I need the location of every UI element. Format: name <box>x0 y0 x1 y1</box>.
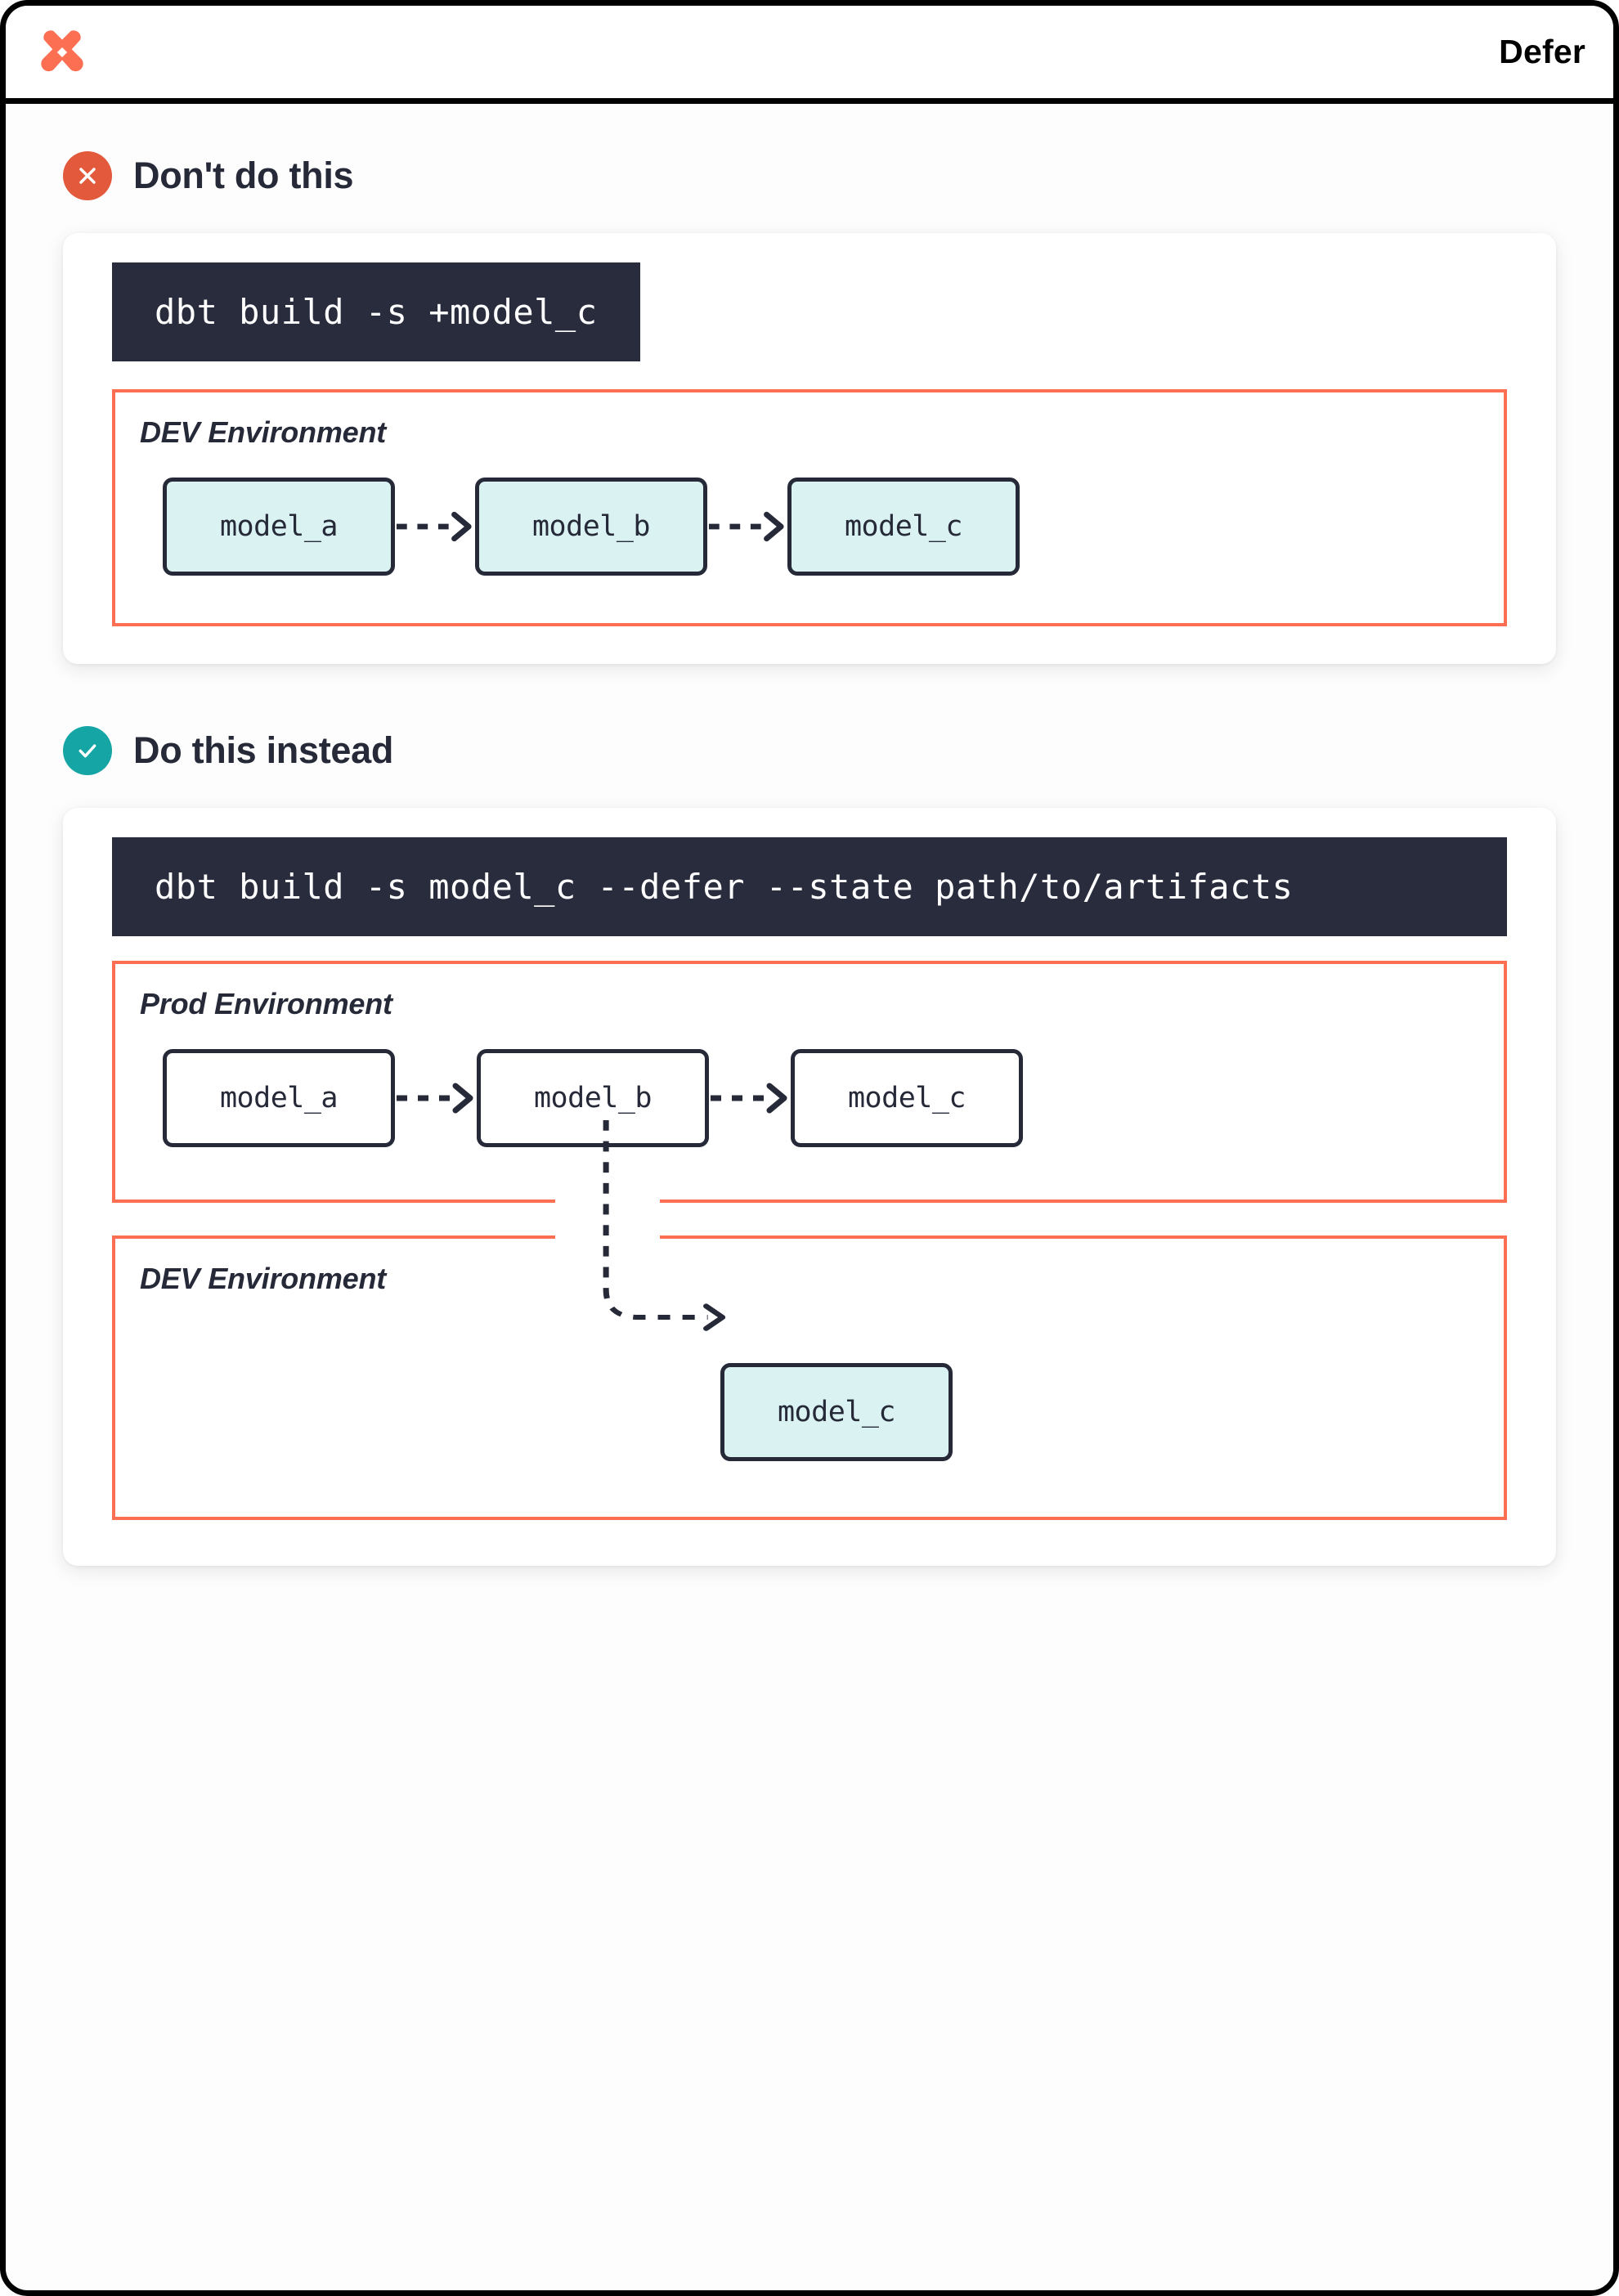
dbt-logo-icon <box>37 27 87 78</box>
model-node-b-dev1[interactable]: model_b <box>475 478 707 576</box>
section-heading-dont: Don't do this <box>63 151 1556 200</box>
border-gap-prod <box>555 1195 660 1206</box>
model-lineage-row-1: model_a model_b mode <box>115 478 1504 576</box>
environment-label-dev-1: DEV Environment <box>140 415 387 449</box>
section-title-dont: Don't do this <box>133 155 354 196</box>
command-do: dbt build -s model_c --defer --state pat… <box>112 837 1507 936</box>
model-lineage-row-prod: model_a model_b <box>115 1049 1504 1147</box>
page-header: Defer <box>6 6 1613 104</box>
model-node-c-dev1[interactable]: model_c <box>787 478 1020 576</box>
dashed-arrow-icon <box>395 1082 477 1114</box>
dashed-arrow-icon <box>707 510 787 543</box>
environment-label-prod: Prod Environment <box>140 987 392 1020</box>
section-heading-do: Do this instead <box>63 726 1556 775</box>
model-lineage-row-dev2: model_c <box>720 1363 953 1461</box>
defer-diagram: Prod Environment model_a model_b <box>112 961 1507 1520</box>
dashed-arrow-icon <box>709 1082 791 1114</box>
page-body: Don't do this dbt build -s +model_c DEV … <box>6 104 1613 2285</box>
model-node-a-dev1[interactable]: model_a <box>163 478 395 576</box>
check-circle-icon <box>63 726 112 775</box>
card-dont-do-this: dbt build -s +model_c DEV Environment mo… <box>63 233 1556 664</box>
card-do-this-instead: dbt build -s model_c --defer --state pat… <box>63 808 1556 1566</box>
dashed-arrow-icon <box>395 510 475 543</box>
environment-label-dev-2: DEV Environment <box>140 1262 387 1295</box>
model-node-c-dev2[interactable]: model_c <box>720 1363 953 1461</box>
section-title-do: Do this instead <box>133 729 394 771</box>
page-title: Defer <box>1499 33 1585 70</box>
border-gap-dev <box>555 1232 660 1244</box>
x-circle-icon <box>63 151 112 200</box>
environment-box-dev-1: DEV Environment model_a model_b <box>112 389 1507 626</box>
environment-box-dev-2: DEV Environment model_c <box>112 1232 1507 1520</box>
environment-box-prod: Prod Environment model_a model_b <box>112 961 1507 1206</box>
command-dont: dbt build -s +model_c <box>112 262 640 361</box>
model-node-b-prod[interactable]: model_b <box>477 1049 709 1147</box>
model-node-a-prod[interactable]: model_a <box>163 1049 395 1147</box>
model-node-c-prod[interactable]: model_c <box>791 1049 1023 1147</box>
